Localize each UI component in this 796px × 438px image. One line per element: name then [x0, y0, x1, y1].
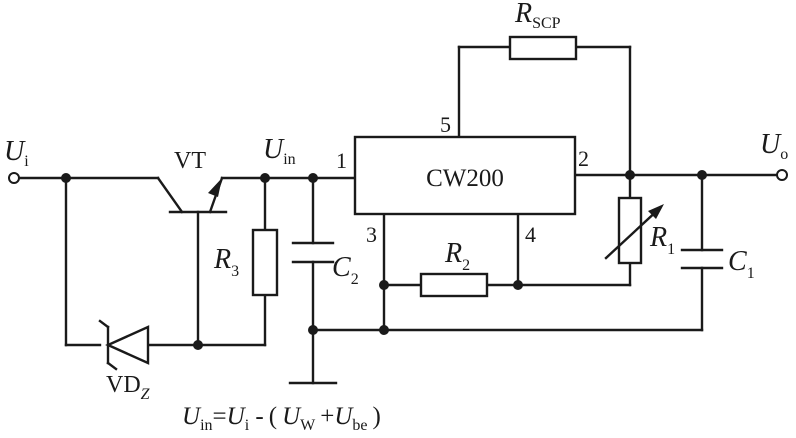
resistor-rscp	[508, 35, 578, 61]
capacitor-c2	[291, 241, 335, 264]
resistor-r2	[419, 272, 489, 298]
label-uo: Uo	[760, 129, 788, 163]
capacitor-c1	[680, 248, 724, 270]
label-r2: R2	[444, 238, 470, 274]
pin-1: 1	[336, 148, 347, 173]
label-rscp: RSCP	[514, 0, 561, 32]
resistor-r3	[251, 228, 279, 297]
pin-2: 2	[578, 146, 589, 171]
label-r1: R1	[649, 222, 675, 258]
ic-label: CW200	[426, 165, 504, 192]
label-r3: R3	[213, 244, 239, 280]
input-terminal	[8, 172, 20, 184]
output-terminal	[776, 169, 788, 181]
npn-transistor-icon	[156, 176, 228, 214]
label-uin: Uin	[263, 134, 296, 168]
label-vt: VT	[174, 148, 206, 174]
junction-dots	[61, 170, 707, 350]
equation: Uin=Ui - ( UW +Ube )	[182, 403, 381, 434]
variable-resistor-icon	[604, 196, 664, 265]
zener-diode-icon	[98, 319, 150, 371]
wires	[18, 45, 778, 385]
ic-cw200	[353, 135, 577, 216]
label-c2: C2	[332, 252, 359, 288]
label-vdz: VDZ	[106, 372, 151, 403]
pin-4: 4	[525, 222, 536, 247]
label-c1: C1	[728, 246, 755, 282]
pin-3: 3	[366, 222, 377, 247]
label-ui: Ui	[4, 136, 29, 170]
pin-5: 5	[440, 112, 451, 137]
